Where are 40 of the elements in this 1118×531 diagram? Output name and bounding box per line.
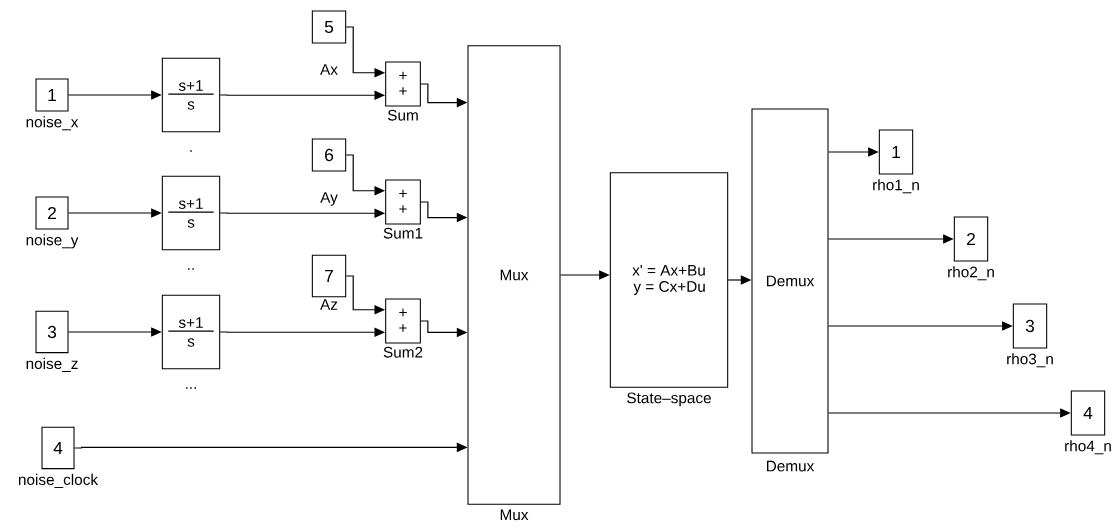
sum-block: + +: [385, 179, 421, 225]
block-label: Ax: [320, 64, 338, 75]
block-label: Mux: [500, 509, 529, 521]
block-label: noise_z: [26, 357, 78, 372]
outport-box: 3: [1012, 303, 1048, 349]
block-label: .: [190, 150, 192, 152]
sum-block: + +: [385, 298, 421, 344]
block-label: Sum1: [383, 227, 423, 239]
transfer-function-block: s+1 s: [161, 294, 221, 370]
block-label: rho3_n: [1007, 353, 1053, 368]
block-label: State–space: [627, 392, 711, 407]
state-space-block: x' = Ax+Bu y = Cx+Du: [609, 172, 729, 388]
sum-block: + +: [385, 61, 421, 107]
block-label: ..: [188, 268, 194, 270]
block-label: Sum2: [383, 346, 423, 358]
transfer-function-block: s+1 s: [161, 57, 221, 133]
inport-box: 4: [41, 426, 75, 470]
transfer-function-block: s+1 s: [161, 175, 221, 251]
constant-box: 7: [311, 254, 347, 298]
inport-box: 3: [35, 310, 69, 354]
block-label: rho1_n: [873, 179, 919, 194]
constant-box: 5: [311, 10, 347, 44]
mux-block: Mux: [467, 45, 561, 505]
block-label: ...: [186, 387, 196, 389]
outport-box: 1: [878, 129, 914, 175]
inport-box: 2: [35, 196, 69, 230]
block-label: Ay: [320, 192, 338, 206]
block-label: Az: [320, 299, 338, 310]
inport-box: 1: [35, 78, 69, 112]
block-label: Sum: [387, 109, 418, 121]
outport-box: 2: [953, 216, 989, 262]
block-label: rho2_n: [948, 266, 994, 281]
block-label: Demux: [766, 460, 815, 472]
block-label: noise_y: [26, 234, 79, 249]
demux-block: Demux: [751, 108, 829, 454]
block-label: noise_x: [26, 116, 79, 131]
block-label: noise_clock: [19, 473, 99, 488]
outport-box: 4: [1070, 390, 1106, 436]
constant-box: 6: [311, 138, 347, 172]
block-label: rho4_n: [1065, 440, 1111, 455]
